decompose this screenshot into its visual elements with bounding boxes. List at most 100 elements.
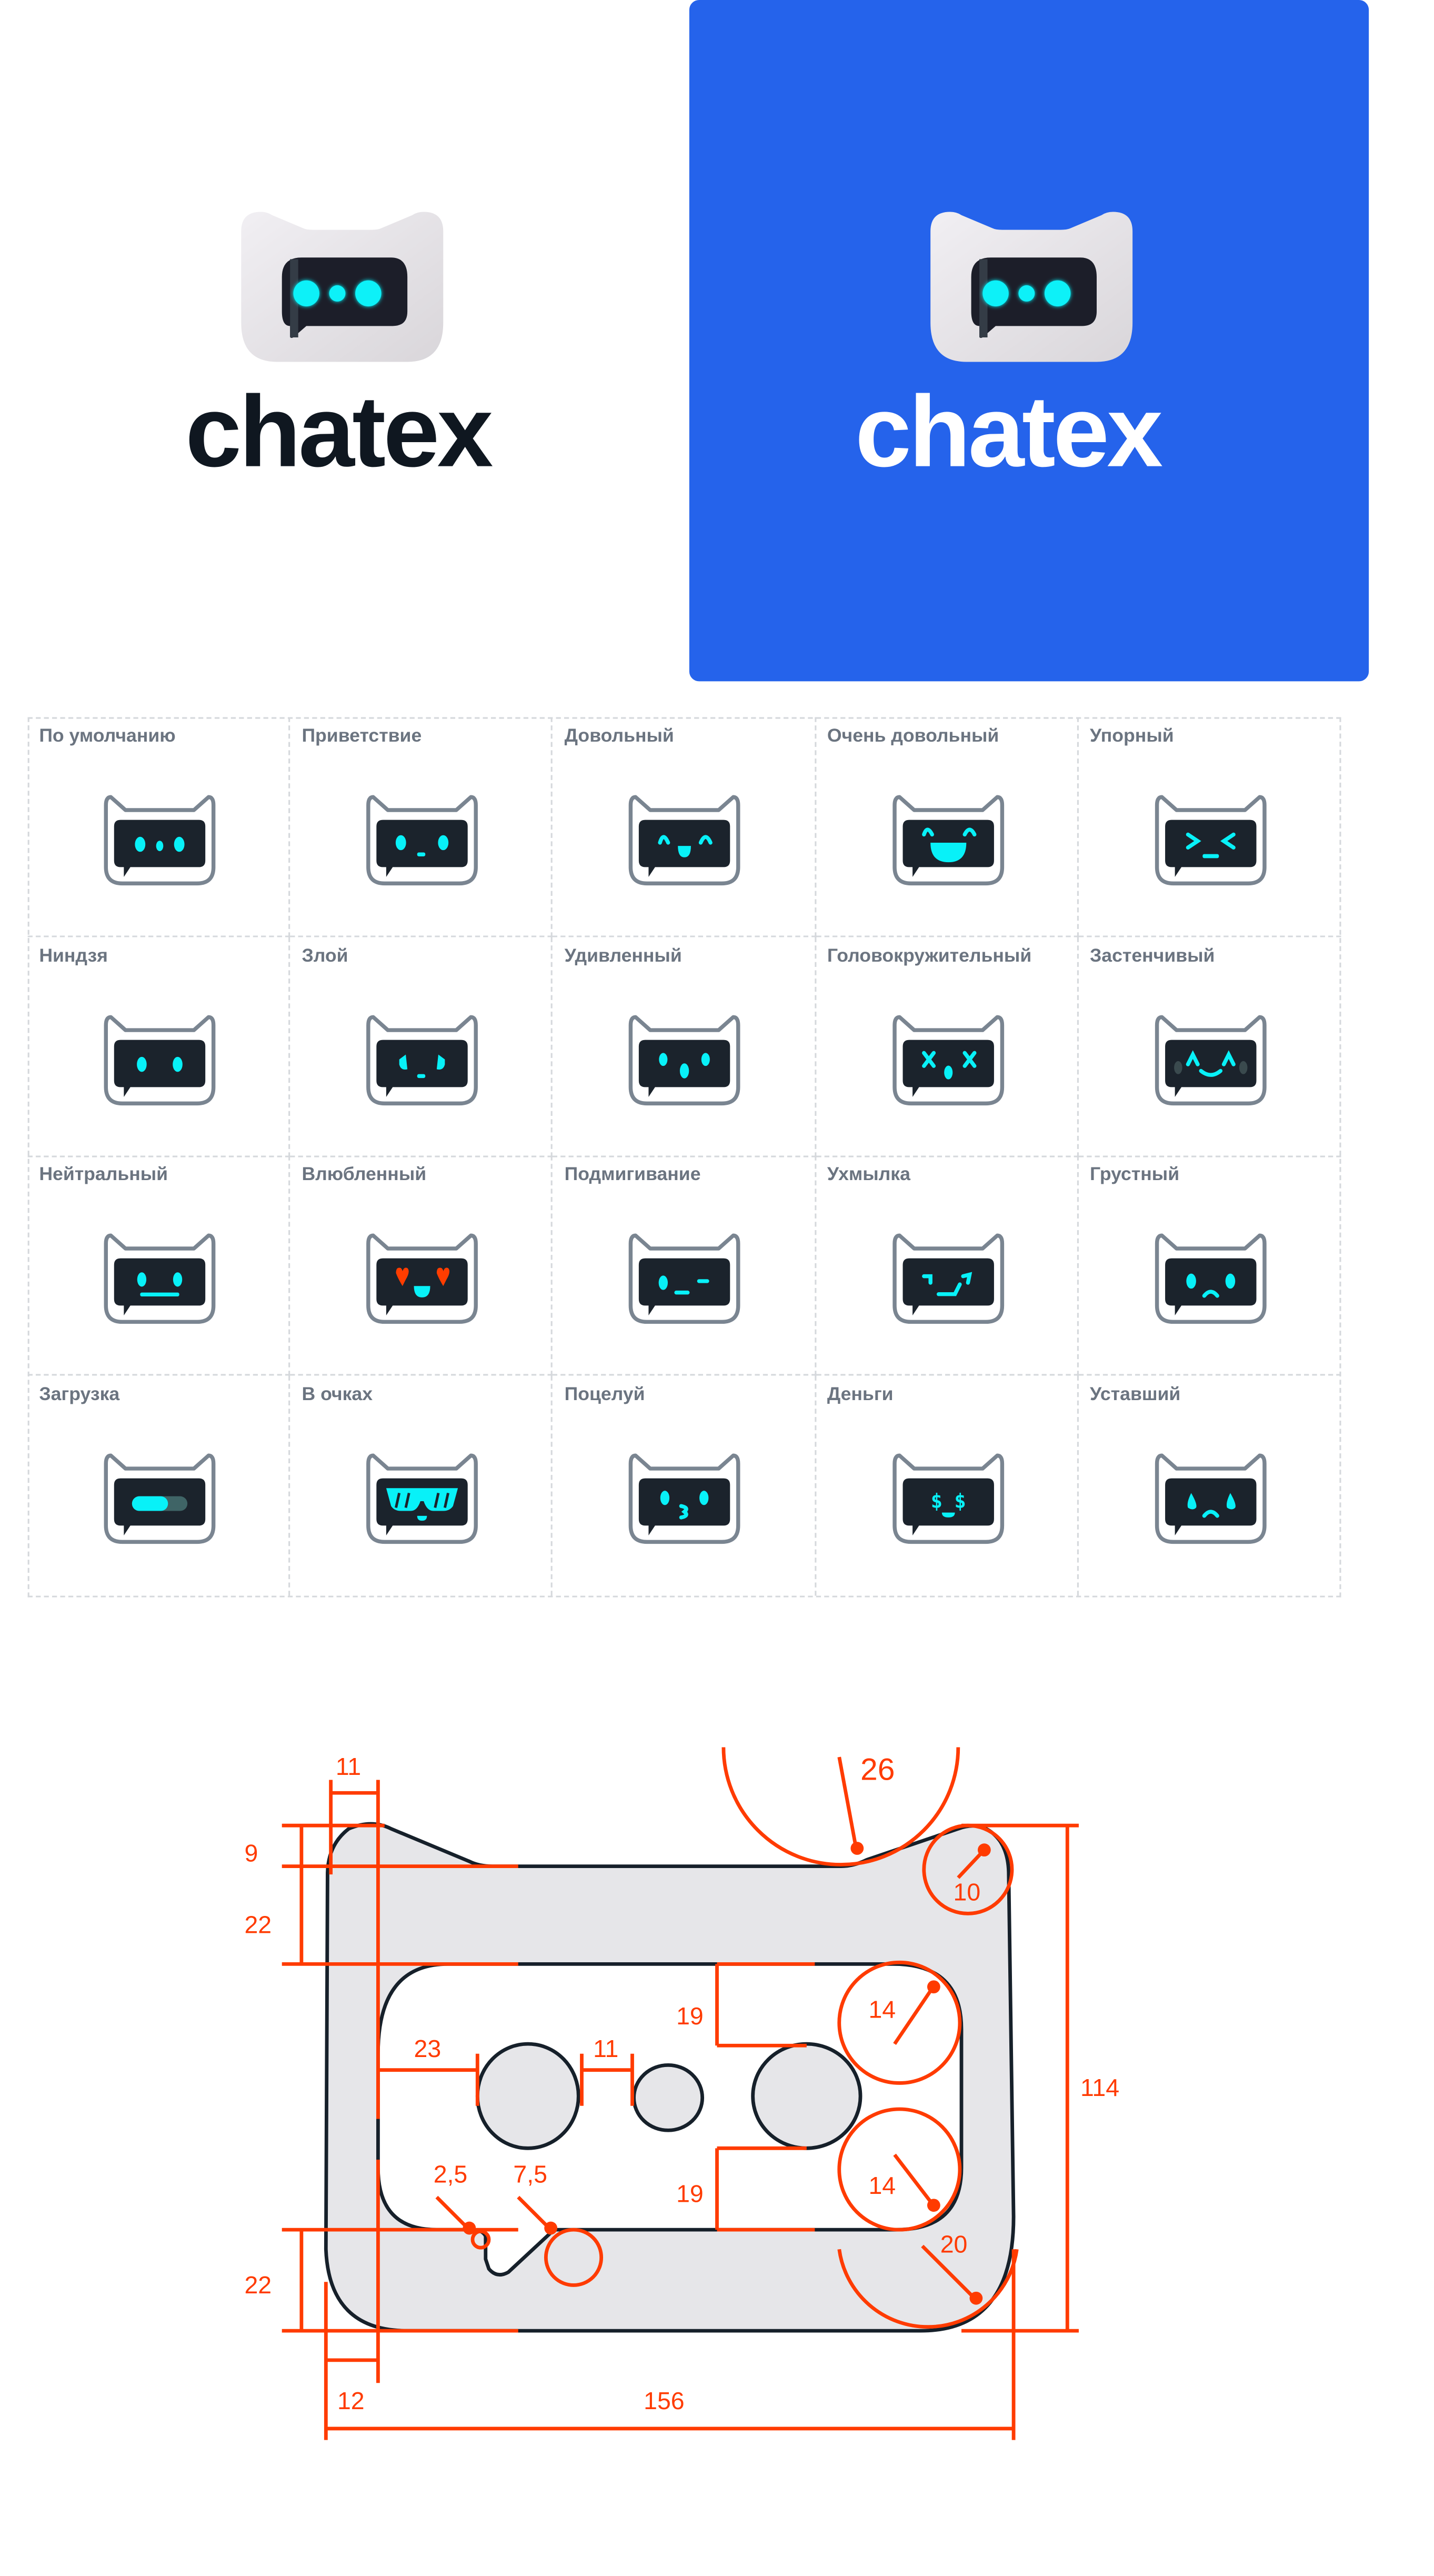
robot-neutral-icon [104, 1233, 216, 1324]
robot-shy-icon [1155, 1014, 1267, 1105]
eye-right [751, 2042, 863, 2150]
robot-glasses-icon [366, 1452, 478, 1543]
screen-icon [376, 820, 468, 877]
robot-very-pleased-icon [892, 795, 1004, 886]
emotion-cell-dizzy: Головокружительный [816, 936, 1079, 1157]
mouth-icon [1202, 854, 1219, 858]
mouth-icon [680, 1062, 690, 1078]
dim-gap-top: 19 [676, 2002, 704, 2030]
eye-right-icon [1226, 1492, 1236, 1509]
mouth-icon [1198, 1068, 1222, 1076]
dim-corner-radius-bottom: 14 [868, 2172, 896, 2199]
emotion-cell-money: Деньги $ $ [816, 1374, 1079, 1595]
mouth-icon [417, 852, 426, 856]
robot-angry-icon [366, 1014, 478, 1105]
blush-right-icon [1239, 1060, 1247, 1074]
mouth-icon [1202, 1290, 1219, 1298]
emotion-cell-wink: Подмигивание [553, 1155, 816, 1376]
eye-middle [632, 2063, 705, 2132]
emotion-label: Ниндзя [39, 946, 108, 966]
emotion-label: Приветствие [302, 727, 422, 747]
mouth-icon [943, 1065, 952, 1079]
emotion-label: Удивленный [564, 946, 682, 966]
dim-gap-bottom: 19 [676, 2180, 704, 2208]
screen-icon [376, 1039, 468, 1096]
mouth-icon [1202, 1509, 1219, 1517]
mouth-icon [929, 842, 966, 863]
construction-diagram: 11 9 22 26 10 19 23 11 14 114 2,5 7,5 19… [244, 1747, 1119, 2440]
mouth-icon [936, 1282, 961, 1296]
robot-wink-icon [629, 1233, 741, 1324]
arrowheads [463, 1842, 991, 2305]
eye-left-icon [1186, 832, 1201, 850]
dim-eye-offset: 23 [414, 2035, 442, 2062]
emotion-label: Застенчивый [1089, 946, 1215, 966]
progress-fill [132, 1495, 168, 1510]
eye-right-icon [173, 1056, 183, 1071]
eye-left-icon [399, 1053, 408, 1069]
eye-left-icon [921, 1050, 935, 1067]
emotion-label: Влюбленный [302, 1165, 427, 1185]
mouth-icon [678, 846, 692, 857]
robot-in-love-icon [366, 1233, 478, 1324]
robot-pleased-icon [629, 795, 741, 886]
eye-right-icon [962, 827, 976, 837]
icon-outline [324, 1822, 1016, 2333]
eye-right-icon [174, 836, 185, 852]
wordmark: chatex [855, 376, 1163, 489]
emotion-cell-neutral: Нейтральный [27, 1155, 290, 1376]
robot-greeting-icon [366, 795, 478, 886]
robot-tired-icon [1155, 1452, 1267, 1543]
emotion-cell-sad: Грустный [1078, 1155, 1341, 1376]
eye-left-icon [660, 1490, 670, 1504]
emotion-cell-kiss: Поцелуй [553, 1374, 816, 1595]
robot-stubborn-icon [1155, 795, 1267, 886]
emotion-label: Довольный [564, 727, 674, 747]
dim-top-band: 22 [244, 1911, 272, 1939]
eye-right-icon [700, 1490, 709, 1504]
emotion-label: В очках [302, 1384, 373, 1404]
robot-surprised-icon [629, 1014, 741, 1105]
mouth-icon [941, 1512, 955, 1517]
robot-kiss-icon [629, 1452, 741, 1543]
mouth-icon [417, 1073, 426, 1077]
emotion-cell-pleased: Довольный [553, 717, 816, 937]
emotion-cell-ninja: Ниндзя [27, 936, 290, 1157]
eye-left-icon [921, 827, 934, 837]
brow-left-icon [921, 1274, 932, 1285]
emotion-cell-greeting: Приветствие [290, 717, 553, 937]
eye-left-icon [659, 1052, 668, 1065]
emotion-label: Головокружительный [827, 946, 1032, 966]
emotion-label: Грустный [1089, 1165, 1180, 1185]
emotion-cell-shy: Застенчивый [1078, 936, 1341, 1157]
robot-money-icon: $ $ [892, 1452, 1004, 1543]
emotion-label: Подмигивание [564, 1165, 701, 1185]
robot-logo-icon [930, 212, 1133, 362]
dim-bottom-right-radius: 20 [940, 2231, 968, 2258]
screen-icon [902, 1477, 994, 1535]
dim-side-width: 12 [337, 2387, 365, 2414]
eye-left-icon [396, 835, 407, 851]
glasses-shine-icon [395, 1492, 450, 1507]
robot-default-icon [104, 795, 216, 886]
emotion-cell-glasses: В очках [290, 1374, 553, 1595]
mouth-kiss-icon [679, 1503, 689, 1519]
eye-right-icon [438, 835, 449, 851]
emotion-cell-angry: Злой [290, 936, 553, 1157]
emotion-label: Очень довольный [827, 727, 999, 747]
dim-corner-radius-top: 14 [868, 1996, 896, 2023]
mouth-icon [140, 1292, 179, 1297]
emotion-label: Поцелуй [564, 1384, 645, 1404]
logo-blue-variant: chatex [689, 0, 1369, 682]
screen-icon [1165, 1477, 1256, 1535]
sunglasses-icon [386, 1487, 458, 1510]
emotion-label: Упорный [1089, 727, 1174, 747]
emotion-cell-stubborn: Упорный [1078, 717, 1341, 937]
emotion-label: Нейтральный [39, 1165, 168, 1185]
screen-icon [1165, 1039, 1256, 1096]
wordmark: chatex [185, 376, 493, 489]
eye-left-icon [659, 1275, 669, 1290]
emotion-label: Деньги [827, 1384, 894, 1404]
screen-icon [114, 1258, 206, 1315]
